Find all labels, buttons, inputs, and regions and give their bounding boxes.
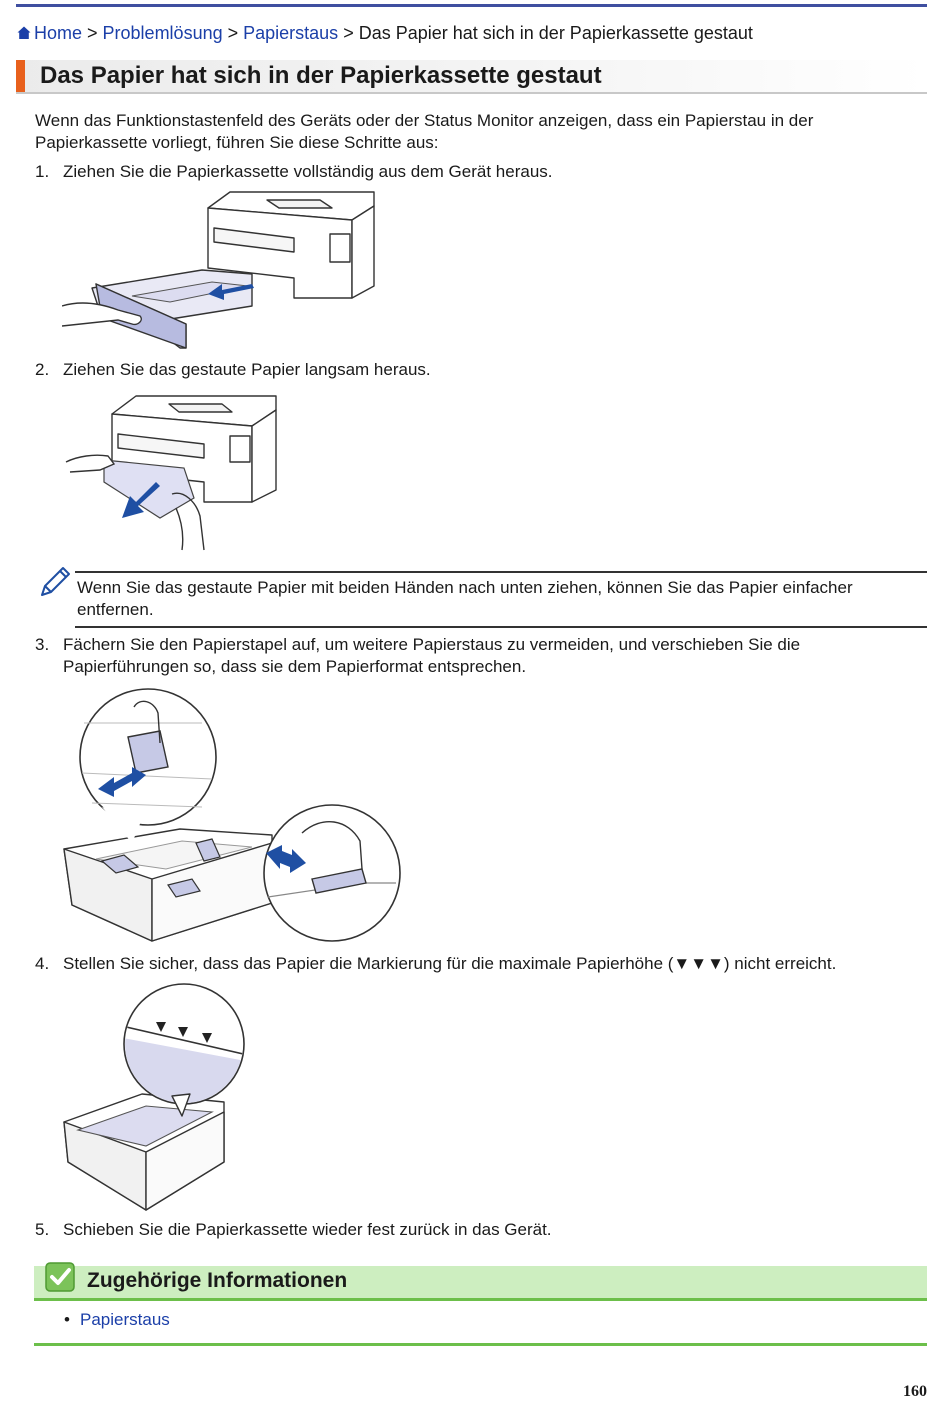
breadcrumb-home-link[interactable]: Home (34, 23, 83, 43)
illustration-adjust-paper-guides (63, 688, 401, 942)
illustration-max-paper-mark (63, 983, 245, 1211)
checkmark-icon (45, 1262, 75, 1292)
pencil-note-icon (41, 567, 70, 596)
breadcrumb-link-problemloesung[interactable]: Problemlösung (102, 23, 223, 43)
related-link-item: • Papierstaus (64, 1309, 170, 1331)
bullet-icon: • (64, 1310, 70, 1329)
related-bottom-rule (34, 1343, 927, 1346)
step-3-text: Fächern Sie den Papierstapel auf, um wei… (63, 635, 801, 676)
step-1-text: Ziehen Sie die Papierkassette vollständi… (63, 162, 553, 181)
step-2-number: 2. (35, 360, 50, 379)
page-title: Das Papier hat sich in der Papierkassett… (40, 62, 602, 89)
breadcrumb-separator: > (338, 23, 359, 43)
step-2-text: Ziehen Sie das gestaute Papier langsam h… (63, 360, 431, 379)
related-info-bar: Zugehörige Informationen (34, 1262, 927, 1301)
breadcrumb-separator: > (222, 23, 244, 43)
breadcrumb: Home > Problemlösung > Papierstaus > Das… (17, 21, 753, 45)
step-4-number: 4. (35, 954, 50, 973)
breadcrumb-link-papierstaus[interactable]: Papierstaus (243, 23, 339, 43)
note-bottom-rule (75, 626, 927, 628)
title-accent (16, 60, 25, 92)
step-5-number: 5. (35, 1220, 50, 1239)
title-bar: Das Papier hat sich in der Papierkassett… (16, 60, 927, 94)
related-link-papierstaus[interactable]: Papierstaus (80, 1310, 170, 1329)
breadcrumb-current: Das Papier hat sich in der Papierkassett… (358, 23, 753, 43)
breadcrumb-separator: > (82, 23, 103, 43)
top-rule (16, 4, 927, 7)
note-top-rule (75, 571, 927, 573)
step-5-text: Schieben Sie die Papierkassette wieder f… (63, 1220, 552, 1239)
home-icon (17, 26, 31, 39)
related-info-title: Zugehörige Informationen (87, 1269, 348, 1292)
illustration-pull-jammed-paper (65, 395, 277, 551)
note-text: Wenn Sie das gestaute Papier mit beiden … (77, 578, 853, 619)
step-4-text: Stellen Sie sicher, dass das Papier die … (63, 954, 837, 973)
intro-text: Wenn das Funktionstastenfeld des Geräts … (35, 111, 814, 152)
illustration-pull-out-tray (62, 191, 375, 349)
step-3-number: 3. (35, 635, 50, 654)
step-1-number: 1. (35, 162, 50, 181)
page-number: 160 (903, 1383, 927, 1400)
